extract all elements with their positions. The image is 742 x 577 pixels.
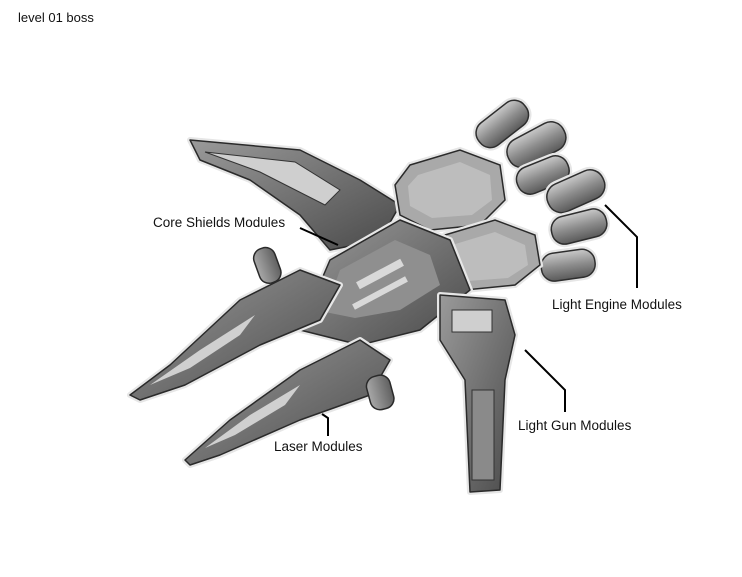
light-engine-modules-label: Light Engine Modules [552,297,682,312]
core-shields-modules-label: Core Shields Modules [153,215,286,230]
core-shields-modules [187,137,544,294]
light-engine-callout-line [604,204,638,288]
central-hull [297,217,473,348]
laser-callout-line [321,413,329,436]
light-engine-modules [473,97,610,285]
core-shields-callout-line [299,227,339,246]
light-gun-modules [437,292,518,495]
laser-modules [127,246,395,468]
page-title: level 01 boss [18,10,94,25]
callout-lines [299,204,638,436]
light-gun-callout-line [524,349,566,412]
laser-modules-label: Laser Modules [274,439,363,454]
light-gun-modules-label: Light Gun Modules [518,418,632,433]
